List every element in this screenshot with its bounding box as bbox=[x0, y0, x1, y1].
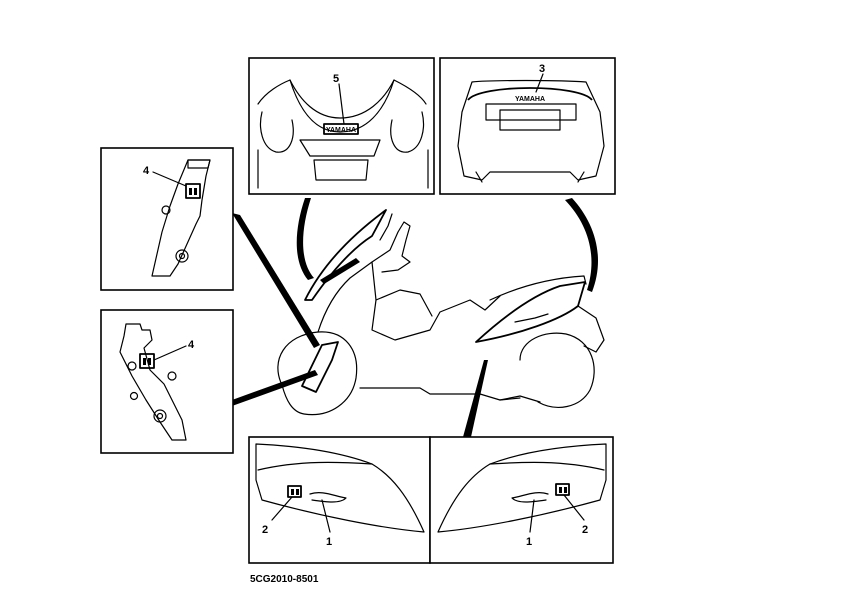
leader-four-top bbox=[152, 171, 187, 187]
fork-label-lower bbox=[139, 353, 155, 369]
panel-rear-view-frame bbox=[439, 57, 616, 195]
leader-four-bottom bbox=[153, 345, 187, 361]
panel-front-view-frame bbox=[248, 57, 435, 195]
rear-body-outline bbox=[457, 79, 605, 181]
callout-three: 3 bbox=[539, 63, 545, 75]
callout-four-top: 4 bbox=[143, 165, 150, 177]
fork-label-upper bbox=[185, 183, 201, 199]
callout-two-right: 2 bbox=[582, 524, 588, 536]
leader-two-left bbox=[271, 496, 293, 521]
fork-bolt-upper-1 bbox=[161, 205, 171, 215]
rear-plate-area bbox=[499, 109, 561, 131]
front-wheel bbox=[277, 331, 358, 416]
leader-one-left bbox=[321, 499, 331, 533]
side-cover-left-badge-mark bbox=[291, 489, 299, 495]
panel-upper-fork-frame bbox=[100, 147, 234, 291]
fork-cap-upper bbox=[187, 159, 211, 169]
windscreen bbox=[304, 209, 387, 301]
fork-axle-lower bbox=[153, 409, 167, 423]
panel-lower-fork-frame bbox=[100, 309, 234, 454]
side-cover-right-outline bbox=[437, 443, 607, 533]
fork-bolt-lower-2 bbox=[167, 371, 177, 381]
body-outline bbox=[317, 261, 501, 341]
tail-light bbox=[577, 305, 605, 353]
panel-front-view: YAMAHA 5 bbox=[248, 57, 435, 195]
rear-emblem-strip bbox=[467, 87, 593, 101]
fork-label-mark-upper bbox=[189, 188, 197, 195]
seat-outline bbox=[489, 275, 587, 301]
front-emblem-plate bbox=[323, 123, 359, 135]
figure-code: 5CG2010-8501 bbox=[250, 574, 319, 585]
callout-two-left: 2 bbox=[262, 524, 268, 536]
fork-bolt-lower-1 bbox=[127, 361, 137, 371]
panel-upper-fork: 4 bbox=[100, 147, 234, 291]
front-shield-top bbox=[257, 79, 427, 119]
side-cover-left-script bbox=[309, 492, 347, 503]
windscreen-trim bbox=[320, 258, 360, 284]
callout-four-bottom: 4 bbox=[188, 339, 195, 351]
rear-underframe bbox=[499, 395, 541, 403]
panel-side-cover-right: 2 1 bbox=[429, 436, 614, 564]
front-shield-inner bbox=[289, 79, 395, 133]
rear-lower-tabs bbox=[475, 171, 585, 183]
right-mirror-housing bbox=[390, 111, 425, 153]
fork-bolt-lower-3 bbox=[129, 391, 139, 401]
underframe bbox=[359, 387, 521, 401]
leader-two-right bbox=[563, 494, 585, 521]
leader-wedge-side bbox=[463, 360, 488, 437]
rear-light-bar bbox=[485, 103, 577, 121]
fork-axle-inner-upper bbox=[178, 252, 186, 260]
leader-five bbox=[338, 83, 345, 125]
fork-axle-inner-lower bbox=[156, 412, 164, 420]
panel-rear-view: YAMAHA 3 bbox=[439, 57, 616, 195]
front-lower-grille bbox=[299, 139, 381, 157]
front-emblem-text: YAMAHA bbox=[326, 127, 356, 134]
side-script bbox=[514, 313, 549, 323]
mirror-stem bbox=[379, 213, 393, 241]
scooter-side-view bbox=[277, 209, 605, 416]
side-cover-right-badge bbox=[555, 483, 570, 496]
callout-one-right: 1 bbox=[526, 536, 532, 548]
leader-wedge-rear bbox=[565, 198, 599, 292]
fork-axle-upper bbox=[175, 249, 189, 263]
callout-one-left: 1 bbox=[326, 536, 332, 548]
side-cover-right-crease bbox=[489, 461, 605, 471]
fork-leg-upper bbox=[151, 159, 211, 277]
side-cover-left-badge bbox=[287, 485, 302, 498]
rear-wheel bbox=[519, 332, 595, 408]
rear-side-cover bbox=[475, 281, 586, 343]
rear-emblem-text: YAMAHA bbox=[515, 96, 545, 103]
side-cover-left-outline bbox=[255, 443, 425, 533]
fork-label-mark-lower bbox=[143, 358, 151, 365]
panel-lower-fork: 4 bbox=[100, 309, 234, 454]
side-cover-left-crease bbox=[257, 461, 373, 471]
front-headlight-lower bbox=[313, 159, 369, 181]
panel-side-cover-left: 2 1 bbox=[248, 436, 431, 564]
left-mirror-housing bbox=[259, 111, 294, 153]
panel-side-cover-left-frame bbox=[248, 436, 431, 564]
side-cover-right-badge-mark bbox=[559, 487, 567, 493]
leader-wedge-front bbox=[296, 198, 314, 280]
leader-wedge-upper-fork bbox=[232, 213, 320, 348]
handlebar bbox=[371, 221, 411, 273]
panel-side-cover-right-frame bbox=[429, 436, 614, 564]
fork-leg-lower bbox=[119, 323, 187, 441]
floor-panel bbox=[375, 289, 433, 317]
callout-five: 5 bbox=[333, 73, 339, 85]
fork-decal-area bbox=[301, 341, 339, 393]
leader-wedge-lower-fork bbox=[232, 370, 318, 406]
leader-three bbox=[535, 73, 544, 93]
leader-one-right bbox=[529, 499, 535, 533]
leader-wedges bbox=[232, 198, 599, 437]
